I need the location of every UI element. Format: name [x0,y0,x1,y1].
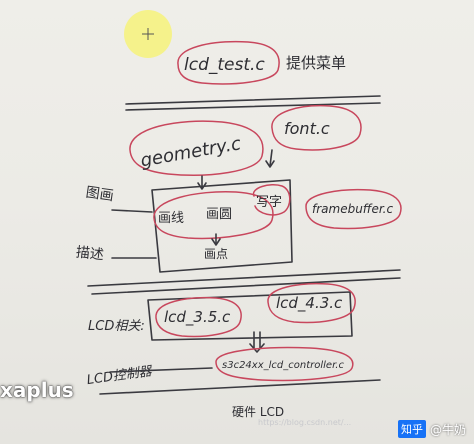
lcd-related-box [147,291,353,341]
separator-top-2 [125,102,381,111]
lcd-test-label: lcd_test.c [184,55,265,75]
arrow-to-point [211,238,221,246]
label-lcd-controller: LCD控制器 [86,364,154,388]
node-geometry: geometry.c [129,120,264,176]
node-lcd-test: lcd_test.c 提供菜单 [177,40,346,85]
watermark-zhihu: 知乎 @牛奶 [397,420,466,438]
lcd-test-note: 提供菜单 [286,54,346,72]
separator-mid-2 [91,277,401,295]
write-char-circle [252,184,291,216]
node-font: font.c [271,104,362,151]
arrow-font-down [269,149,273,167]
draw-circle-label: 画圆 [206,207,232,222]
framebuffer-label: framebuffer.c [312,202,393,216]
label-pixel: 描述 [75,245,105,264]
label-lcd-related: LCD相关: [88,319,145,334]
separator-bottom [99,379,381,395]
write-char-label: 写字 [256,195,282,210]
label-graphics: 图画 [85,185,115,205]
lcd-35-label: lcd_3.5.c [164,308,231,327]
watermark-blog: https://blog.csdn.net/... [258,418,352,427]
node-lcd-43: lcd_4.3.c [267,282,356,324]
separator-mid [87,269,401,287]
node-draw-ops: 画线 画圆 写字 [153,184,291,240]
separator-top [125,95,381,105]
node-controller: s3c24xx_lcd_controller.c [215,346,354,382]
zhihu-user: @牛奶 [429,422,466,437]
node-framebuffer: framebuffer.c [305,188,402,230]
geometry-label: geometry.c [139,133,243,171]
controller-label: s3c24xx_lcd_controller.c [222,360,344,371]
watermark-left: xaplus [0,378,74,402]
draw-line-label: 画线 [158,211,184,226]
arrow-to-controller [253,331,261,349]
draw-point-label: 画点 [204,247,228,261]
label-hardware: 硬件 LCD [232,405,284,419]
lcd-43-label: lcd_4.3.c [276,294,343,313]
cursor-crosshair-icon [142,28,154,40]
zhihu-logo-icon: 知乎 [397,420,426,438]
node-lcd-35: lcd_3.5.c [155,296,242,338]
graphics-box [151,179,293,273]
font-label: font.c [284,119,330,138]
